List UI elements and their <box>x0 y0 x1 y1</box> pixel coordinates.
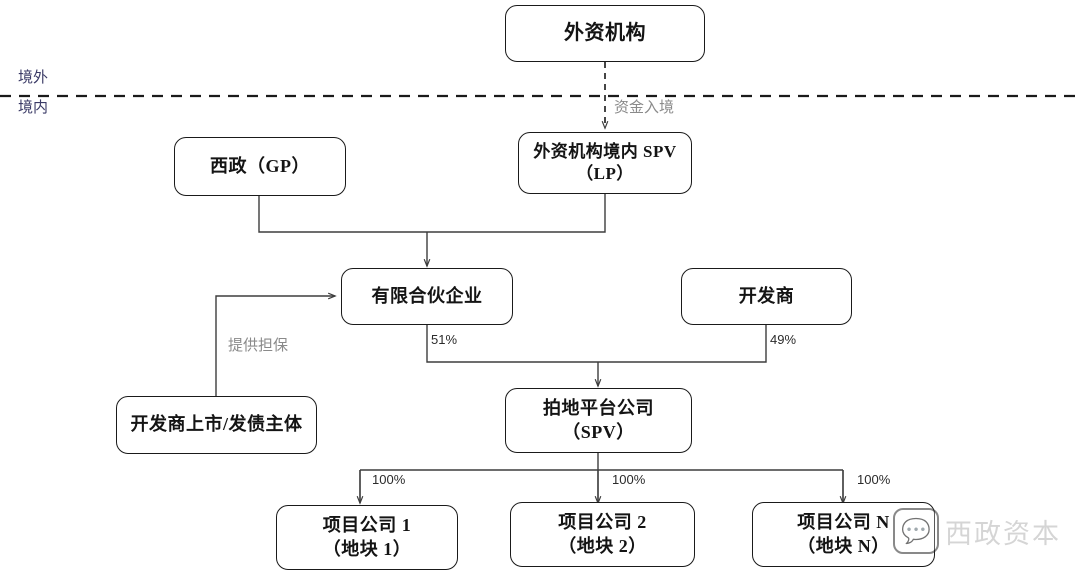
node-developer-listed-entity-line-1: 开发商上市/发债主体 <box>130 414 303 435</box>
node-onshore-spv-lp-line-2: （LP） <box>576 164 634 183</box>
node-foreign-institution[interactable]: 外资机构 <box>505 5 705 62</box>
wire-51-percent <box>426 325 767 363</box>
node-foreign-institution-line-1: 外资机构 <box>564 22 646 45</box>
edge-label-developer-share: 49% <box>770 332 797 347</box>
wire-platform-fanout <box>359 453 844 502</box>
node-project-company-1-line-1: 项目公司 1 <box>322 514 412 535</box>
watermark: 💬 西政资本 <box>893 508 1061 554</box>
node-project-company-n-line-1: 项目公司 N <box>797 511 890 532</box>
node-limited-partnership[interactable]: 有限合伙企业 <box>341 268 513 325</box>
node-project-company-n-line-2: （地块 N） <box>797 535 890 556</box>
node-project-company-1[interactable]: 项目公司 1 （地块 1） <box>276 505 458 570</box>
node-xizheng-gp[interactable]: 西政（GP） <box>174 137 346 196</box>
node-land-platform-spv-line-1: 拍地平台公司 <box>543 397 654 418</box>
edge-label-project-share-n: 100% <box>857 472 891 487</box>
edge-label-project-share-1: 100% <box>372 472 406 487</box>
zone-label-onshore: 境内 <box>18 100 49 116</box>
edge-label-provide-guarantee: 提供担保 <box>228 338 289 354</box>
node-project-company-2[interactable]: 项目公司 2 （地块 2） <box>510 502 695 567</box>
node-developer-line-1: 开发商 <box>738 285 795 306</box>
node-project-company-n[interactable]: 项目公司 N （地块 N） <box>752 502 935 567</box>
node-land-platform-spv[interactable]: 拍地平台公司 （SPV） <box>505 388 692 453</box>
node-land-platform-spv-line-2: （SPV） <box>562 421 635 442</box>
edge-label-capital-inflow: 资金入境 <box>614 100 675 116</box>
node-project-company-2-line-1: 项目公司 2 <box>558 511 647 532</box>
node-xizheng-gp-line-1: 西政（GP） <box>210 155 310 176</box>
wechat-icon: 💬 <box>893 508 939 554</box>
node-project-company-1-line-2: （地块 1） <box>322 538 412 559</box>
node-onshore-spv-lp-line-1: 外资机构境内 SPV <box>533 141 677 161</box>
node-onshore-spv-lp[interactable]: 外资机构境内 SPV （LP） <box>518 132 692 194</box>
node-developer[interactable]: 开发商 <box>681 268 852 325</box>
node-limited-partnership-line-1: 有限合伙企业 <box>371 285 483 306</box>
edge-label-lp-share: 51% <box>431 332 458 347</box>
node-project-company-2-line-2: （地块 2） <box>558 535 647 556</box>
zone-label-offshore: 境外 <box>18 70 49 86</box>
wire-gp-to-lp-bus <box>258 192 606 233</box>
edge-label-project-share-2: 100% <box>612 472 646 487</box>
node-developer-listed-entity[interactable]: 开发商上市/发债主体 <box>116 396 317 454</box>
watermark-text: 西政资本 <box>945 518 1061 549</box>
